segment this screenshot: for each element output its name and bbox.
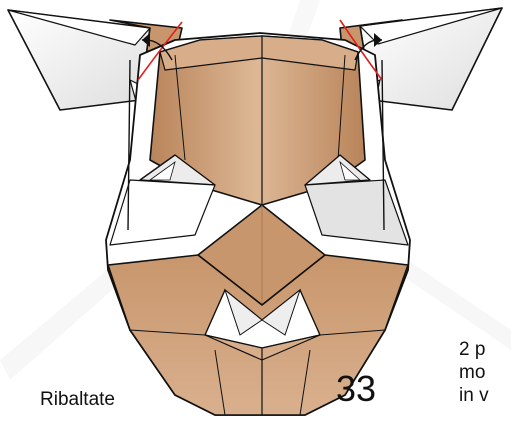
instruction-text: 2 p mo in v bbox=[459, 338, 489, 407]
step-caption: Ribaltate bbox=[40, 389, 115, 411]
instruction-line: 2 p bbox=[459, 338, 489, 361]
instruction-line: mo bbox=[459, 361, 489, 384]
step-number: 33 bbox=[336, 371, 376, 407]
instruction-line: in v bbox=[459, 384, 489, 407]
